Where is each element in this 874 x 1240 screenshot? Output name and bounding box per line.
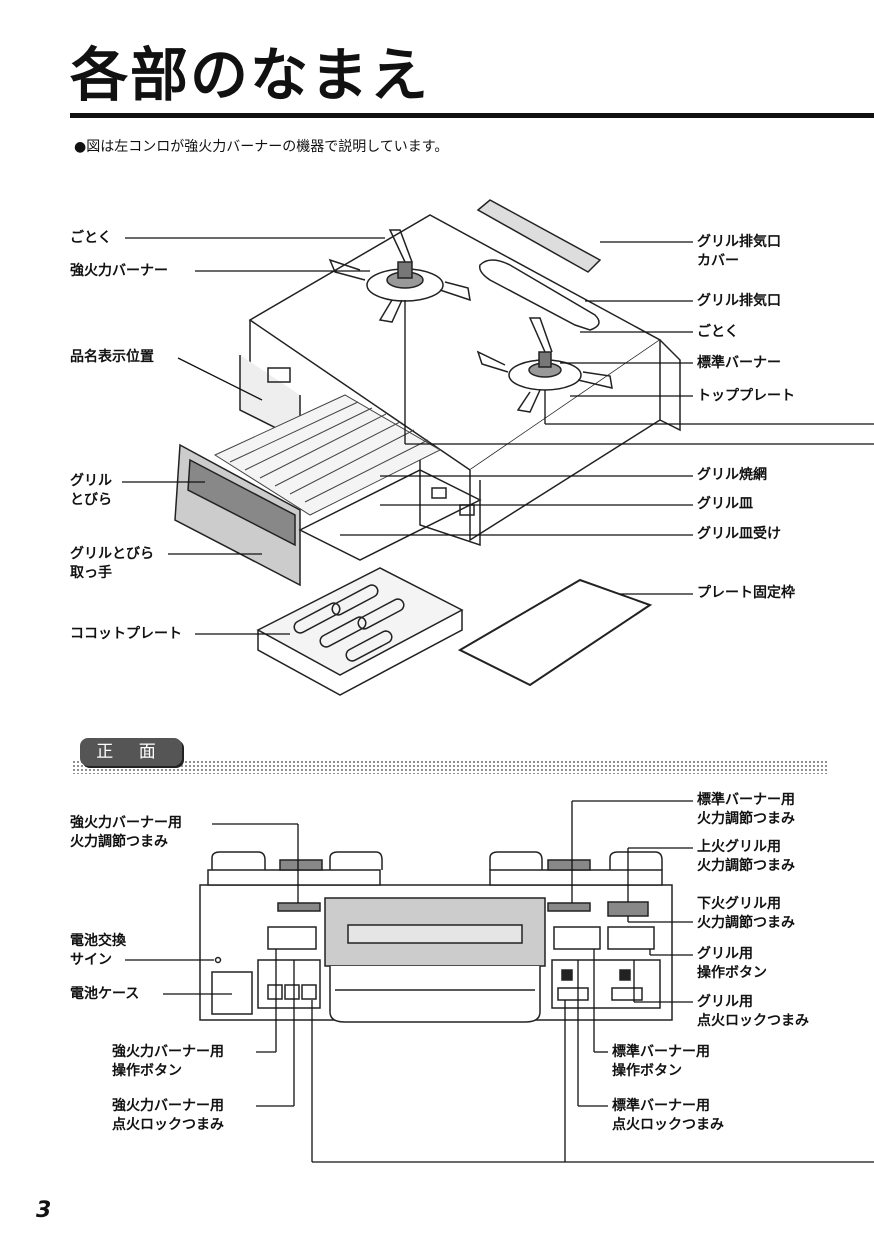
exhaust-cover-shape [476,199,602,273]
label-standard-knob: 標準バーナー用火力調節つまみ [697,792,795,827]
label-strong-burner: 強火力バーナー [70,263,168,279]
label-grill-door-handle: グリルとびら取っ手 [70,546,154,581]
label-strong-knob: 強火力バーナー用火力調節つまみ [70,815,182,850]
strong-button-shape [267,926,317,950]
section-divider [72,760,828,774]
label-battery-sign: 電池交換サイン [70,933,126,968]
label-grill-net: グリル焼網 [697,467,767,483]
label-grill-exhaust-cover: グリル排気口カバー [697,234,781,269]
grill-button-shape [607,926,655,950]
label-grill-pan-holder: グリル皿受け [697,526,781,542]
label-standard-burner: 標準バーナー [697,355,781,371]
label-model-position: 品名表示位置 [70,349,154,365]
label-battery-case: 電池ケース [70,986,140,1002]
label-gotoku-right: ごとく [697,324,739,340]
label-gotoku-left: ごとく [70,230,112,246]
label-lower-grill-knob: 下火グリル用火力調節つまみ [697,896,795,931]
grill-net-shape [213,394,442,516]
label-grill-door: グリルとびら [70,473,112,508]
label-standard-button: 標準バーナー用操作ボタン [612,1044,710,1079]
plate-frame-shape [457,578,653,687]
label-upper-grill-knob: 上火グリル用火力調節つまみ [697,839,795,874]
title-rule [70,113,874,118]
label-plate-frame: プレート固定枠 [697,585,795,601]
section-tab-front: 正 面 [80,738,182,766]
standard-burner-shape [476,317,613,413]
label-grill-pan: グリル皿 [697,496,753,512]
standard-button-shape [553,926,601,950]
grill-exhaust-shape [478,259,600,331]
cocotte-plate-shape [256,567,464,696]
strong-burner-shape [328,229,471,323]
label-strong-lock: 強火力バーナー用点火ロックつまみ [112,1098,224,1133]
page-number: 3 [36,1198,52,1223]
label-grill-button: グリル用操作ボタン [697,946,767,981]
note-text: ●図は左コンロが強火力バーナーの機器で説明しています。 [74,139,449,155]
label-grill-lock: グリル用点火ロックつまみ [697,994,809,1029]
label-top-plate: トッププレート [697,388,795,404]
label-standard-lock: 標準バーナー用点火ロックつまみ [612,1098,724,1133]
page-title: 各部のなまえ [70,41,431,109]
label-grill-exhaust: グリル排気口 [697,293,781,309]
label-strong-button: 強火力バーナー用操作ボタン [112,1044,224,1079]
label-cocotte-plate: ココットプレート [70,626,182,642]
